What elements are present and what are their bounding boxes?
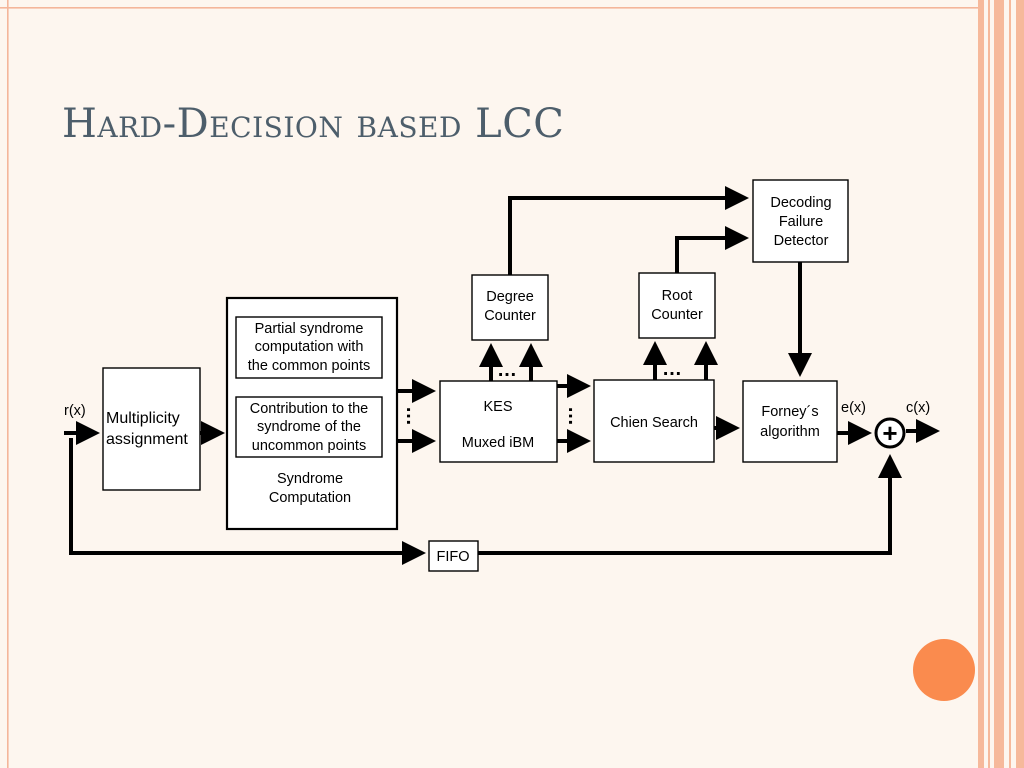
degree-ellipsis: … [497,359,517,381]
adder-symbol: + [874,417,906,449]
frame-stripe-2 [988,0,990,768]
root-counter-line-1: Root [662,288,693,304]
kes-chien-ellipsis: … [564,406,586,426]
slide-title: Hard-Decision based LCC [62,101,565,147]
signal-cx-label: c(x) [906,400,930,416]
kes-label: KES [483,399,512,415]
frame-stripe-4 [1009,0,1011,768]
frame-left-line [7,0,9,768]
syndrome-computation-line-1: Syndrome [277,471,343,487]
fifo-block: FIFO [428,540,479,572]
adder-plus: + [882,418,897,448]
muxed-ibm-label: Muxed iBM [462,435,535,451]
input-to-fifo-wire [69,438,426,565]
root-ellipsis: … [662,358,682,380]
partial-syndrome-line-2: computation with [255,339,364,355]
frame-stripe-3 [994,0,1004,768]
kes-block: KES Muxed iBM [439,380,558,463]
decoding-failure-detector-block: Decoding Failure Detector [752,179,849,263]
decoding-failure-line-1: Decoding [770,195,831,211]
decorative-orange-circle [913,639,975,701]
root-counter-block: Root Counter [638,272,716,339]
partial-syndrome-line-1: Partial syndrome [255,321,364,337]
partial-syndrome-line-3: the common points [248,358,371,374]
degree-counter-block: Degree Counter [471,274,549,341]
forney-line-1: Forney´s [761,404,818,420]
root-counter-line-2: Counter [651,307,703,323]
syndrome-computation-block: Partial syndrome computation with the co… [225,296,399,531]
forney-line-2: algorithm [760,424,820,440]
partial-syndrome-block [235,316,383,379]
contribution-line-3: uncommon points [252,438,366,454]
fifo-to-adder-wire [478,454,902,555]
frame-stripe-5 [1016,0,1024,768]
fifo-label: FIFO [436,549,469,565]
contribution-line-2: syndrome of the [257,419,361,435]
frame-top-line [0,7,978,9]
signal-rx-label: r(x) [64,403,86,419]
contribution-block [235,396,383,458]
multiplicity-label-line-1: Multiplicity [106,410,180,427]
chien-search-label: Chien Search [610,415,698,431]
degree-to-failure-wire [508,186,749,275]
signal-ex-label: e(x) [841,400,866,416]
multiplicity-label-line-2: assignment [106,431,188,448]
frame-stripe-1 [978,0,984,768]
root-to-failure-wire [675,226,749,273]
forney-algorithm-block: Forney´s algorithm [742,380,838,463]
chien-search-block: Chien Search [593,379,715,463]
degree-counter-line-1: Degree [486,289,534,305]
decoding-failure-line-2: Failure [779,214,823,230]
decoding-failure-line-3: Detector [774,233,829,249]
multiplicity-assignment-block: Multiplicity assignment [102,367,201,491]
syndrome-computation-line-2: Computation [269,490,351,506]
degree-counter-line-2: Counter [484,308,536,324]
syndrome-kes-ellipsis: … [402,406,424,426]
contribution-line-1: Contribution to the [250,401,369,417]
